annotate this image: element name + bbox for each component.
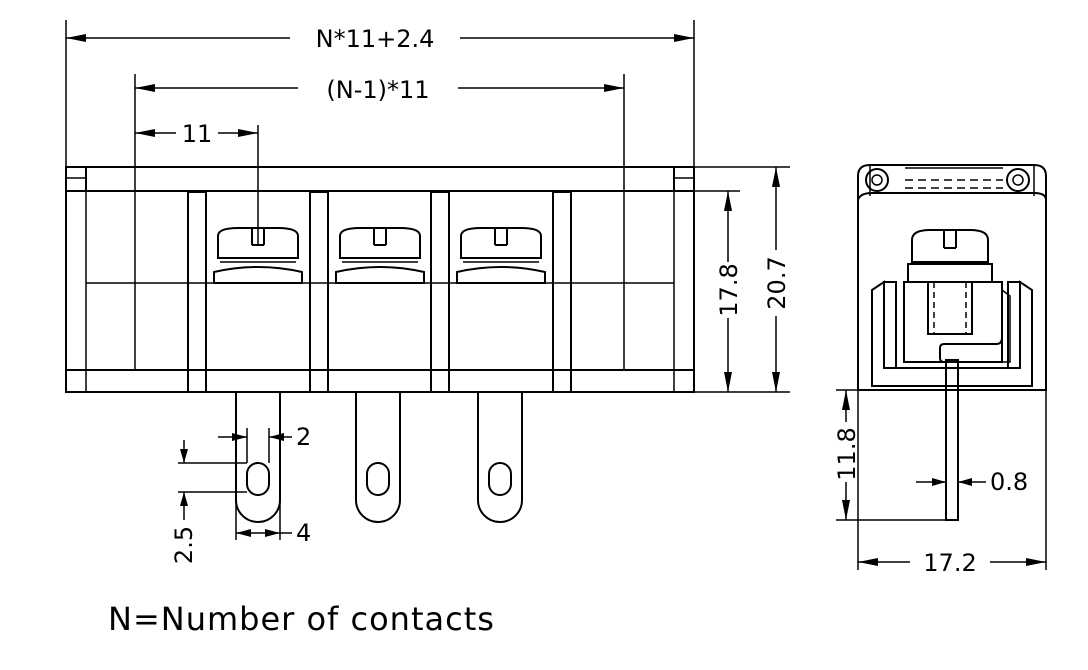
front-view [65, 166, 695, 523]
dimension-lines-side [836, 389, 1047, 570]
dim-height-total: 20.7 [763, 256, 791, 309]
dim-overall-width: N*11+2.4 [316, 25, 435, 53]
dim-pitch-span: (N-1)*11 [326, 76, 429, 104]
dim-pin-width: 2 [296, 423, 311, 451]
dimension-lines-front [65, 20, 790, 540]
hatched-section [871, 280, 1033, 387]
note-text: N=Number of contacts [108, 600, 495, 638]
side-housing [857, 192, 1047, 391]
dim-pin-length: 11.8 [833, 427, 861, 480]
housing-body [65, 191, 695, 393]
pin [355, 392, 401, 523]
barrier [187, 191, 572, 393]
pin [477, 392, 523, 523]
dim-hole-position: 2.5 [170, 526, 198, 564]
side-pin [945, 359, 959, 521]
dim-pin-thickness: 0.8 [990, 468, 1028, 496]
side-view [857, 164, 1047, 521]
dim-side-width: 17.2 [923, 549, 976, 577]
screw [456, 227, 546, 284]
dim-height-body: 17.8 [715, 263, 743, 316]
dim-pitch: 11 [182, 120, 213, 148]
dim-pin-outer: 4 [296, 519, 311, 547]
top-bar [65, 166, 695, 192]
screw [335, 227, 425, 284]
pin [235, 392, 281, 523]
